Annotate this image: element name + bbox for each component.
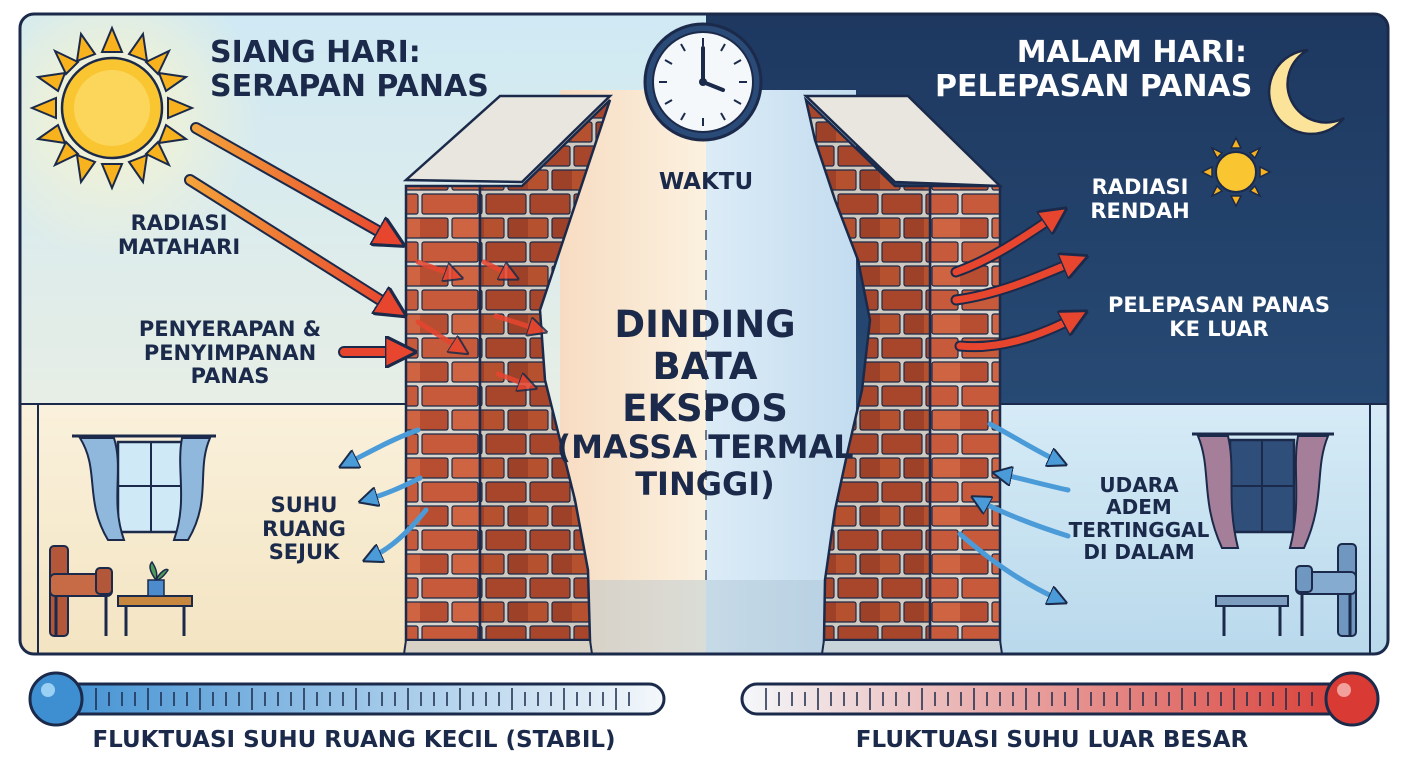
- right-thermometer-caption: FLUKTUASI SUHU LUAR BESAR: [855, 727, 1249, 753]
- heat-release-arrow-1: [952, 214, 1058, 276]
- heat-release-line-2: KE LUAR: [1169, 316, 1269, 341]
- hot-thermometer-icon: [1324, 671, 1380, 727]
- night-armchair-icon: [1215, 543, 1357, 637]
- heat-release-arrow-2: [952, 260, 1078, 304]
- solar-radiation-label: RADIASI MATAHARI: [104, 211, 254, 259]
- left-pillar-top: [402, 94, 614, 184]
- low-radiation-line-1: RADIASI: [1091, 175, 1189, 199]
- cool-room-line-1: SUHU: [270, 493, 338, 517]
- wall-label-line-4: (MASSA TERMAL: [556, 428, 854, 467]
- right-pillar-side: [803, 96, 932, 642]
- wall-label-line-2: BATA: [652, 344, 758, 388]
- cool-air-line-1: UDARA: [1099, 473, 1179, 497]
- solar-radiation-line-1: RADIASI: [130, 211, 228, 235]
- absorption-line-1: PENYERAPAN &: [138, 317, 322, 341]
- left-pillar-front: [404, 184, 482, 642]
- center-floor: [560, 580, 856, 654]
- heat-release-label: PELEPASAN PANAS KE LUAR: [1086, 293, 1352, 341]
- left-pillar-base: [402, 639, 594, 655]
- day-heat-arrows: [184, 122, 540, 386]
- night-window-icon: [1192, 432, 1334, 549]
- night-title-line-2: PELEPASAN PANAS: [935, 68, 1253, 104]
- night-heat-arrows: [950, 214, 1078, 353]
- right-pillar-base: [820, 639, 1004, 655]
- thermometer-left: [28, 671, 666, 727]
- wall-label-line-3: EKSPOS: [622, 386, 788, 430]
- solar-ray-arrow-2-fill: [186, 176, 396, 310]
- cool-room-line-3: SEJUK: [268, 540, 340, 565]
- absorption-line-3: PANAS: [190, 364, 270, 389]
- small-sun-icon: [1200, 136, 1272, 208]
- night-title: MALAM HARI: PELEPASAN PANAS: [935, 35, 1253, 104]
- day-title-line-2: SERAPAN PANAS: [210, 68, 489, 104]
- cool-room-line-2: RUANG: [262, 516, 346, 541]
- cool-room-label: SUHU RUANG SEJUK: [244, 493, 364, 565]
- low-radiation-label: RADIASI RENDAH: [1080, 175, 1200, 223]
- heat-release-line-1: PELEPASAN PANAS: [1107, 293, 1331, 317]
- plant-icon: [117, 560, 193, 636]
- wall-label-line-5: TINGGI): [635, 464, 775, 503]
- moon-icon: [1267, 48, 1345, 136]
- left-pillar-side: [478, 99, 612, 642]
- day-title-line-1: SIANG HARI:: [210, 35, 421, 70]
- heat-release-arrow-3: [956, 316, 1078, 351]
- night-cool-arrows: [957, 421, 1071, 600]
- right-pillar-top: [802, 94, 1004, 188]
- clock-icon: [643, 22, 763, 142]
- wall-label-line-1: DINDING: [614, 303, 796, 346]
- solar-radiation-line-2: MATAHARI: [117, 234, 241, 259]
- thermometer-icon: [28, 671, 84, 727]
- absorption-label: PENYERAPAN & PENYIMPANAN PANAS: [120, 317, 340, 389]
- absorption-line-2: PENYIMPANAN: [143, 340, 317, 365]
- armchair-icon: [49, 545, 113, 637]
- time-label: WAKTU: [658, 169, 754, 195]
- day-title: SIANG HARI: SERAPAN PANAS: [210, 36, 489, 103]
- cool-air-label: UDARA ADEM TERTINGGAL DI DALAM: [1064, 474, 1214, 564]
- diagram-frame: [18, 12, 1390, 656]
- left-brick-pillar: [402, 94, 614, 655]
- wall-label: DINDING BATA EKSPOS (MASSA TERMAL TINGGI…: [555, 304, 855, 502]
- left-thermometer-caption: FLUKTUASI SUHU RUANG KECIL (STABIL): [92, 727, 616, 753]
- sun-icon: [29, 25, 195, 191]
- night-title-line-1: MALAM HARI:: [1016, 35, 1247, 70]
- cool-air-line-4: DI DALAM: [1083, 540, 1195, 565]
- cool-air-line-2: ADEM: [1106, 495, 1172, 520]
- window-icon: [72, 434, 216, 541]
- solar-ray-arrow-1-fill: [192, 124, 394, 240]
- thermometer-right: [740, 671, 1380, 727]
- low-radiation-line-2: RENDAH: [1090, 198, 1190, 223]
- day-cool-arrows: [346, 427, 429, 558]
- cool-air-line-3: TERTINGGAL: [1068, 517, 1210, 542]
